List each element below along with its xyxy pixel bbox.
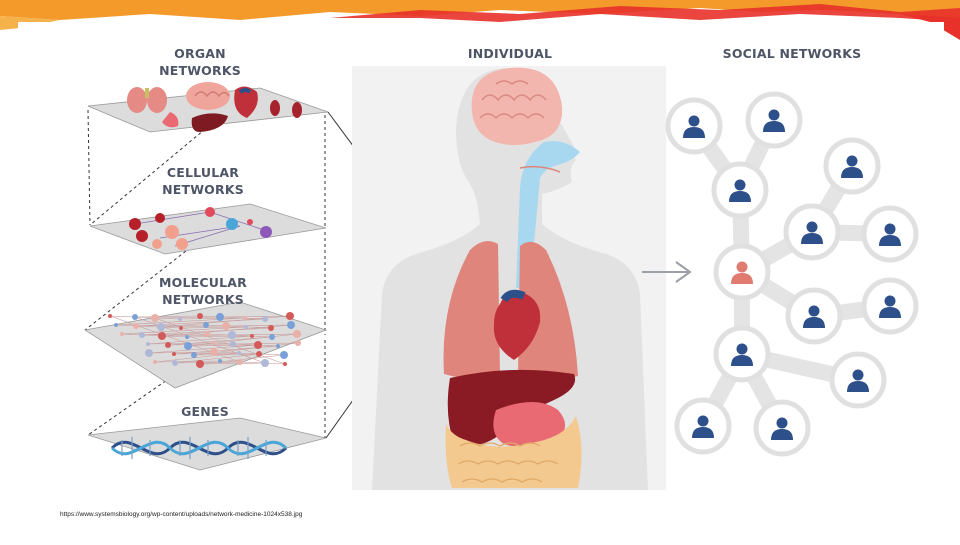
social-network bbox=[665, 91, 919, 457]
molecule-node bbox=[204, 331, 210, 337]
molecule-node bbox=[218, 359, 222, 363]
molecule-node bbox=[211, 341, 215, 345]
organ-icons bbox=[127, 82, 302, 132]
molecule-node bbox=[184, 342, 192, 350]
molecule-node bbox=[286, 312, 294, 320]
molecule-node bbox=[276, 344, 280, 348]
molecule-node bbox=[139, 332, 145, 338]
molecule-node bbox=[256, 351, 262, 357]
molecule-node bbox=[261, 359, 269, 367]
social-networks-label: SOCIAL NETWORKS bbox=[722, 46, 862, 61]
person-icon bbox=[829, 351, 887, 409]
dna-helix bbox=[110, 437, 288, 459]
molecule-node bbox=[222, 322, 230, 330]
molecule-node bbox=[250, 334, 254, 338]
molecule-node bbox=[132, 314, 138, 320]
person-center-icon bbox=[713, 243, 771, 301]
molecule-node bbox=[133, 323, 139, 329]
person-icon bbox=[665, 97, 723, 155]
molecule-node bbox=[197, 313, 203, 319]
arrow-icon bbox=[642, 261, 692, 283]
source-caption: https://www.systemsbiology.org/wp-conten… bbox=[60, 511, 303, 518]
cellular-plane bbox=[89, 203, 327, 255]
molecule-node bbox=[287, 321, 295, 329]
molecule-node bbox=[262, 316, 268, 322]
molecule-node bbox=[203, 322, 209, 328]
molecule-node bbox=[210, 348, 218, 356]
molecule-node bbox=[146, 342, 150, 346]
molecular-networks-label: MOLECULAR NETWORKS bbox=[159, 275, 247, 307]
genes-label: GENES bbox=[181, 404, 229, 419]
molecule-node bbox=[108, 314, 112, 318]
cell-icons bbox=[129, 207, 272, 250]
molecule-node bbox=[185, 335, 189, 339]
molecule-node bbox=[151, 314, 159, 322]
person-icon bbox=[861, 205, 919, 263]
person-icon bbox=[785, 287, 843, 345]
person-icon bbox=[823, 137, 881, 195]
person-icon bbox=[753, 399, 811, 457]
molecule-node bbox=[216, 313, 224, 321]
molecule-node bbox=[295, 340, 301, 346]
person-icon bbox=[861, 277, 919, 335]
molecule-node bbox=[283, 362, 287, 366]
molecule-node bbox=[165, 342, 171, 348]
molecule-node bbox=[254, 341, 262, 349]
molecule-node bbox=[157, 323, 165, 331]
molecule-node bbox=[179, 326, 183, 330]
molecule-node bbox=[243, 316, 247, 320]
molecule-node bbox=[172, 360, 178, 366]
molecule-node bbox=[120, 332, 124, 336]
molecule-node bbox=[228, 331, 236, 339]
person-icon bbox=[713, 325, 771, 383]
molecule-node bbox=[114, 323, 118, 327]
molecule-node bbox=[237, 351, 241, 355]
person-icon bbox=[783, 203, 841, 261]
molecule-icons bbox=[108, 312, 301, 368]
organ-networks-label: ORGAN NETWORKS bbox=[159, 46, 241, 78]
molecule-node bbox=[230, 341, 236, 347]
molecule-node bbox=[237, 359, 243, 365]
molecule-node bbox=[268, 325, 274, 331]
molecule-node bbox=[244, 325, 248, 329]
cellular-networks-label: CELLULAR NETWORKS bbox=[162, 165, 244, 197]
molecule-node bbox=[158, 332, 166, 340]
molecule-node bbox=[153, 360, 157, 364]
molecule-node bbox=[280, 351, 288, 359]
molecule-node bbox=[145, 349, 153, 357]
molecule-node bbox=[178, 317, 182, 321]
human-figure bbox=[352, 66, 666, 490]
molecule-node bbox=[196, 360, 204, 368]
molecule-node bbox=[269, 334, 275, 340]
person-icon bbox=[745, 91, 803, 149]
person-icon bbox=[711, 161, 769, 219]
molecule-node bbox=[191, 352, 197, 358]
person-icon bbox=[674, 397, 732, 455]
molecule-node bbox=[293, 330, 301, 338]
individual-label: INDIVIDUAL bbox=[467, 46, 553, 61]
molecule-node bbox=[172, 352, 176, 356]
